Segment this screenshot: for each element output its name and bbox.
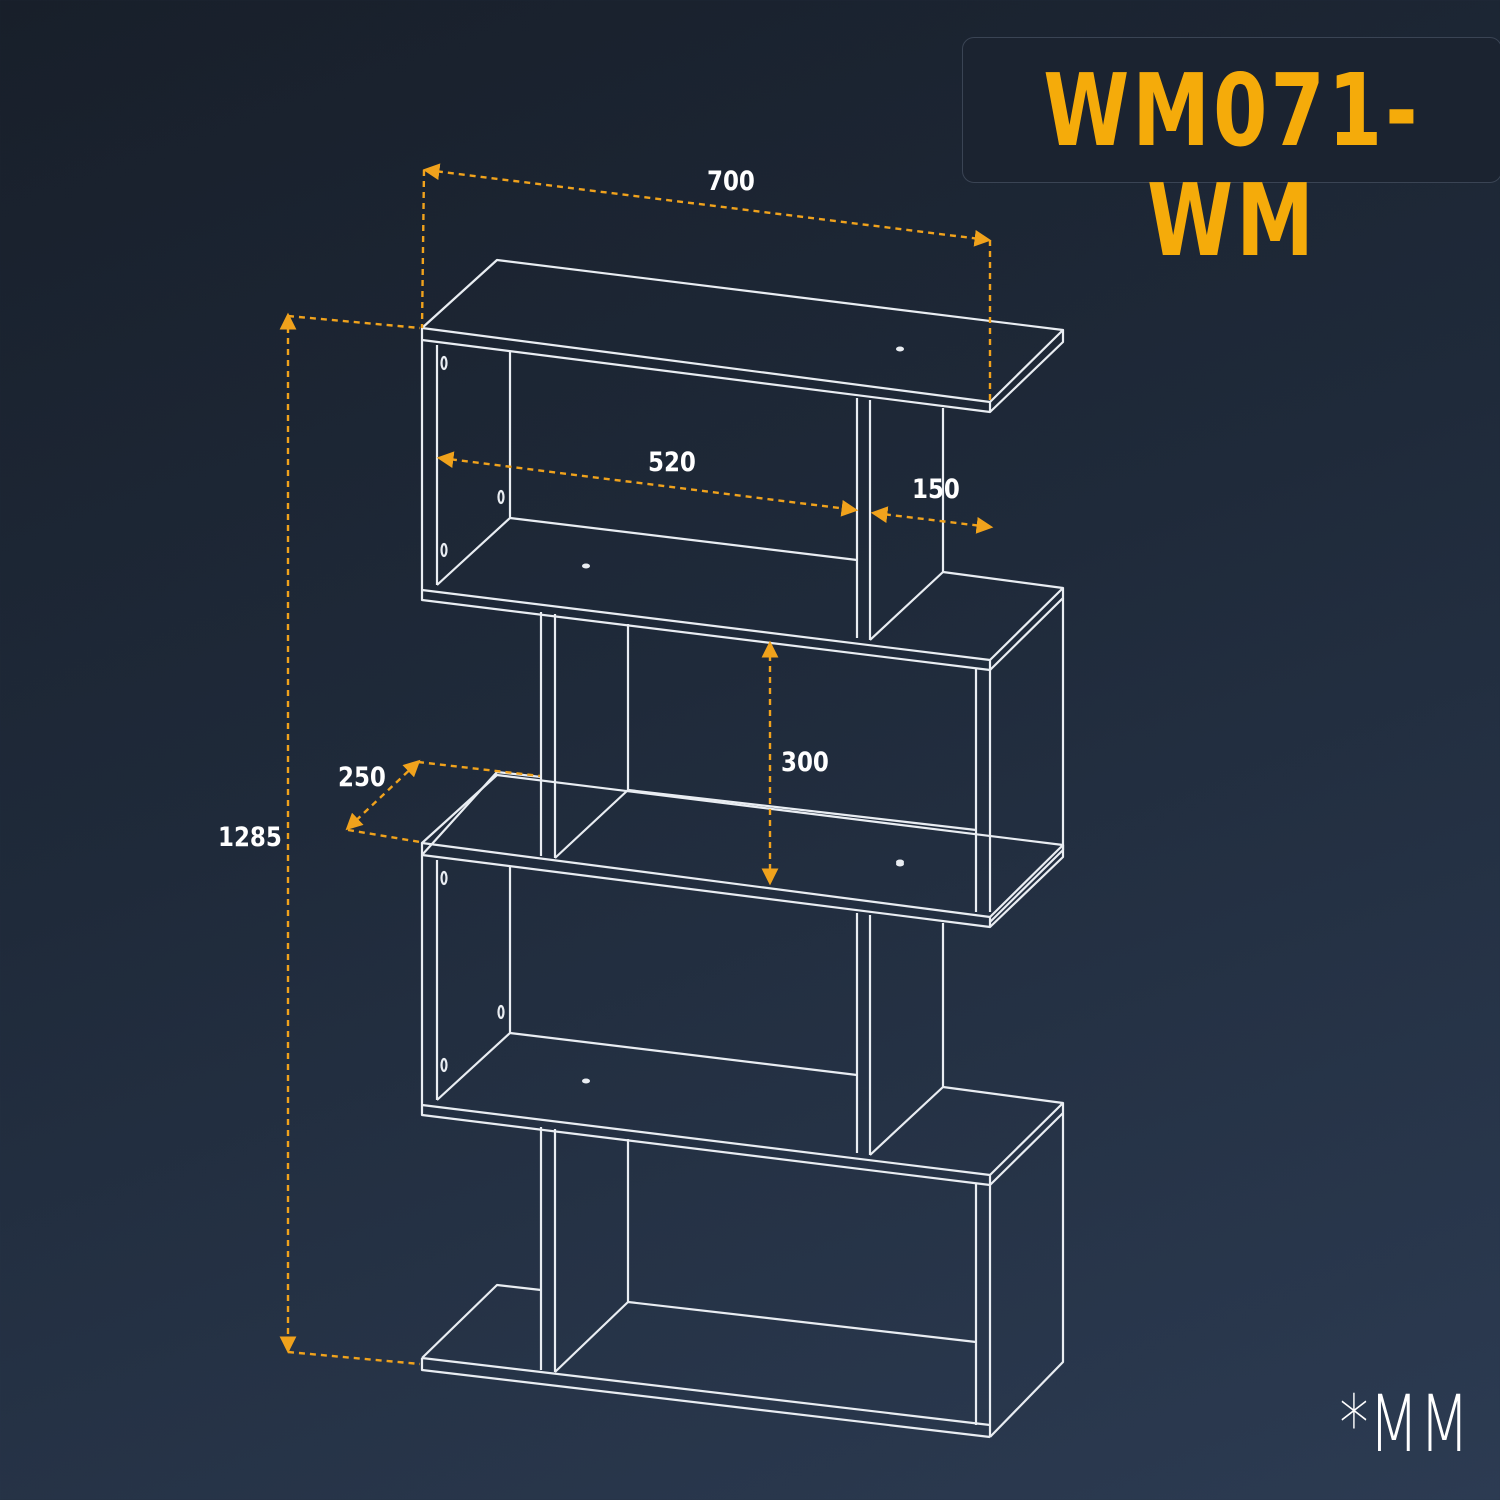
inner-width-label: 520 [648, 447, 696, 478]
model-code-badge: WM071-WM [962, 37, 1500, 276]
unit-label: *MM [1339, 1380, 1470, 1470]
dimension-lines [279, 163, 994, 1366]
side-width-label: 150 [912, 474, 960, 505]
shelf-height-label: 300 [781, 747, 829, 778]
depth-label: 250 [338, 762, 386, 793]
lower-shelf-module [420, 773, 1065, 1187]
width-label: 700 [707, 166, 755, 197]
upper-shelf-module [420, 258, 1065, 672]
middle-board-edge [421, 770, 542, 856]
bottom-cubby [420, 1113, 1065, 1439]
model-code: WM071-WM [1043, 52, 1421, 279]
height-label: 1285 [218, 822, 282, 853]
